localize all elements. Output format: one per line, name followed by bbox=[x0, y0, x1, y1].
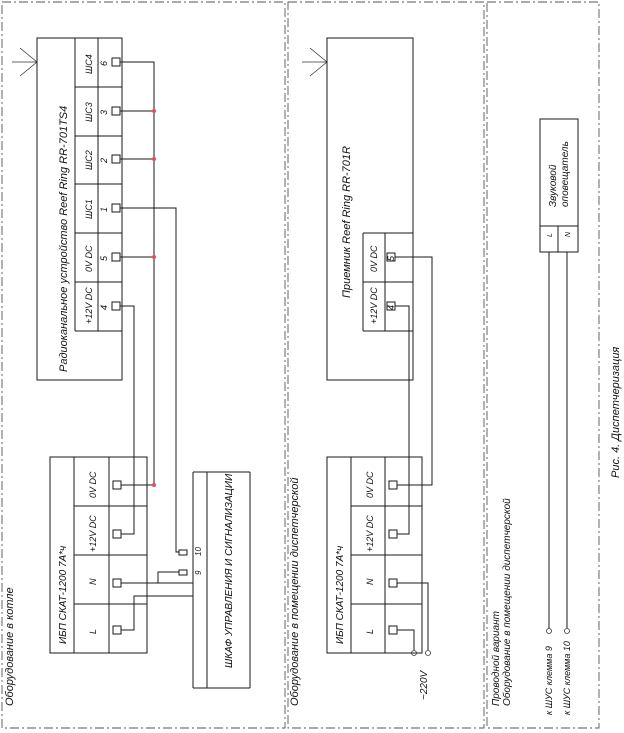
tx-port-name: ШС4 bbox=[84, 54, 94, 74]
tx-port-num: 2 bbox=[99, 158, 109, 164]
psu-dispatch-title: ИБП СКАТ-1200 7А*ч bbox=[335, 546, 346, 644]
terminal bbox=[111, 154, 121, 164]
rx-port-name: +12V DC bbox=[369, 287, 379, 324]
terminal bbox=[111, 203, 121, 213]
psu-port-label: L bbox=[88, 629, 98, 634]
dispatch-wiring: ~220V bbox=[395, 256, 433, 700]
tx-port-num: 3 bbox=[99, 110, 109, 115]
terminal bbox=[111, 252, 121, 262]
siren-device: Звуковой оповещатель L N к ШУС клемма 9 … bbox=[539, 118, 579, 715]
zone-wired-label-2: Оборудование в помещении диспетчерской bbox=[501, 498, 513, 706]
siren-title-line2: оповещатель bbox=[560, 141, 571, 207]
psu-port-label: 0V DC bbox=[88, 471, 98, 498]
zone-boiler-frame bbox=[1, 1, 286, 729]
control-cabinet: ШКАФ УПРАВЛЕНИЯ И СИГНАЛИЗАЦИИ 10 9 bbox=[178, 471, 251, 689]
mains-terminal-icon bbox=[411, 650, 417, 656]
terminal bbox=[112, 578, 122, 588]
tx-port-num: 1 bbox=[99, 207, 109, 212]
terminal bbox=[178, 549, 188, 556]
psu-dispatch: ИБП СКАТ-1200 7А*ч 0V DC +12V DC N L bbox=[326, 456, 423, 654]
zone-wired-label-1: Проводной вариант bbox=[491, 611, 502, 706]
tx-port-name: 0V DC bbox=[84, 245, 94, 272]
psu-port-label: 0V DC bbox=[365, 471, 375, 498]
cabinet-terminal-10: 10 bbox=[194, 547, 203, 556]
junction-dot bbox=[152, 109, 156, 113]
junction-dot bbox=[152, 255, 156, 259]
terminal bbox=[111, 57, 121, 67]
terminal bbox=[178, 569, 188, 576]
wire-terminal-icon bbox=[564, 628, 570, 634]
terminal bbox=[111, 301, 121, 311]
figure-caption: Рис. 4. Диспетчеризация bbox=[610, 347, 622, 478]
psu-boiler: ИБП СКАТ-1200 7А*ч 0V DC +12V DC N L bbox=[49, 456, 148, 654]
receiver-title: Приемник Reef Ring RR-701R bbox=[341, 146, 353, 298]
terminal bbox=[111, 106, 121, 116]
siren-pin-l: L bbox=[547, 233, 554, 237]
antenna-icon bbox=[12, 47, 38, 77]
tx-port-num: 5 bbox=[99, 255, 109, 261]
cabinet-terminal-9: 9 bbox=[194, 570, 203, 575]
terminal bbox=[388, 625, 398, 635]
psu-port-label: N bbox=[365, 578, 375, 585]
tx-port-name: ШС1 bbox=[84, 199, 94, 219]
zone-dispatch-frame bbox=[287, 1, 485, 729]
siren-pin-n: N bbox=[565, 231, 572, 237]
terminal bbox=[388, 529, 398, 539]
rx-port-name: 0V DC bbox=[369, 245, 379, 272]
tx-port-num: 4 bbox=[99, 305, 109, 310]
zone-boiler-label: Оборудование в котле bbox=[4, 587, 16, 706]
tx-port-name: ШС3 bbox=[84, 102, 94, 122]
terminal bbox=[388, 480, 398, 490]
tx-port-name: ШС2 bbox=[84, 150, 94, 170]
wired-terminal-10: к ШУС клемма 10 bbox=[562, 641, 572, 715]
rx-port-num: 4 bbox=[386, 305, 396, 310]
tx-port-num: 6 bbox=[99, 61, 109, 66]
transmitter-device: Радиоканальное устройство Reef Ring RR-7… bbox=[36, 37, 123, 381]
psu-port-label: +12V DC bbox=[365, 515, 375, 552]
terminal bbox=[388, 578, 398, 588]
psu-port-label: N bbox=[88, 578, 98, 585]
psu-boiler-title: ИБП СКАТ-1200 7А*ч bbox=[58, 546, 69, 644]
psu-port-label: L bbox=[365, 629, 375, 634]
junction-dot bbox=[152, 157, 156, 161]
transmitter-title: Радиоканальное устройство Reef Ring RR-7… bbox=[58, 106, 70, 372]
zone-wired-frame bbox=[486, 1, 600, 729]
receiver-device: Приемник Reef Ring RR-701R 0V DC 5 +12V … bbox=[326, 37, 414, 381]
terminal bbox=[112, 529, 122, 539]
mains-terminal-icon bbox=[425, 650, 431, 656]
terminal bbox=[112, 625, 122, 635]
cabinet-title: ШКАФ УПРАВЛЕНИЯ И СИГНАЛИЗАЦИИ bbox=[224, 473, 235, 668]
mains-label: ~220V bbox=[419, 669, 430, 700]
zone-dispatch-label: Оборудование в помещении диспетчерской bbox=[289, 478, 301, 707]
tx-port-name: +12V DC bbox=[84, 287, 94, 324]
wired-terminal-9: к ШУС клемма 9 bbox=[544, 646, 554, 715]
terminal bbox=[112, 480, 122, 490]
boiler-wiring bbox=[120, 61, 193, 631]
siren-title-line1: Звуковой bbox=[548, 164, 559, 207]
rx-port-num: 5 bbox=[386, 255, 396, 261]
psu-port-label: +12V DC bbox=[88, 515, 98, 552]
junction-dot bbox=[152, 483, 156, 487]
antenna-icon bbox=[302, 47, 328, 77]
wire-terminal-icon bbox=[546, 628, 552, 634]
